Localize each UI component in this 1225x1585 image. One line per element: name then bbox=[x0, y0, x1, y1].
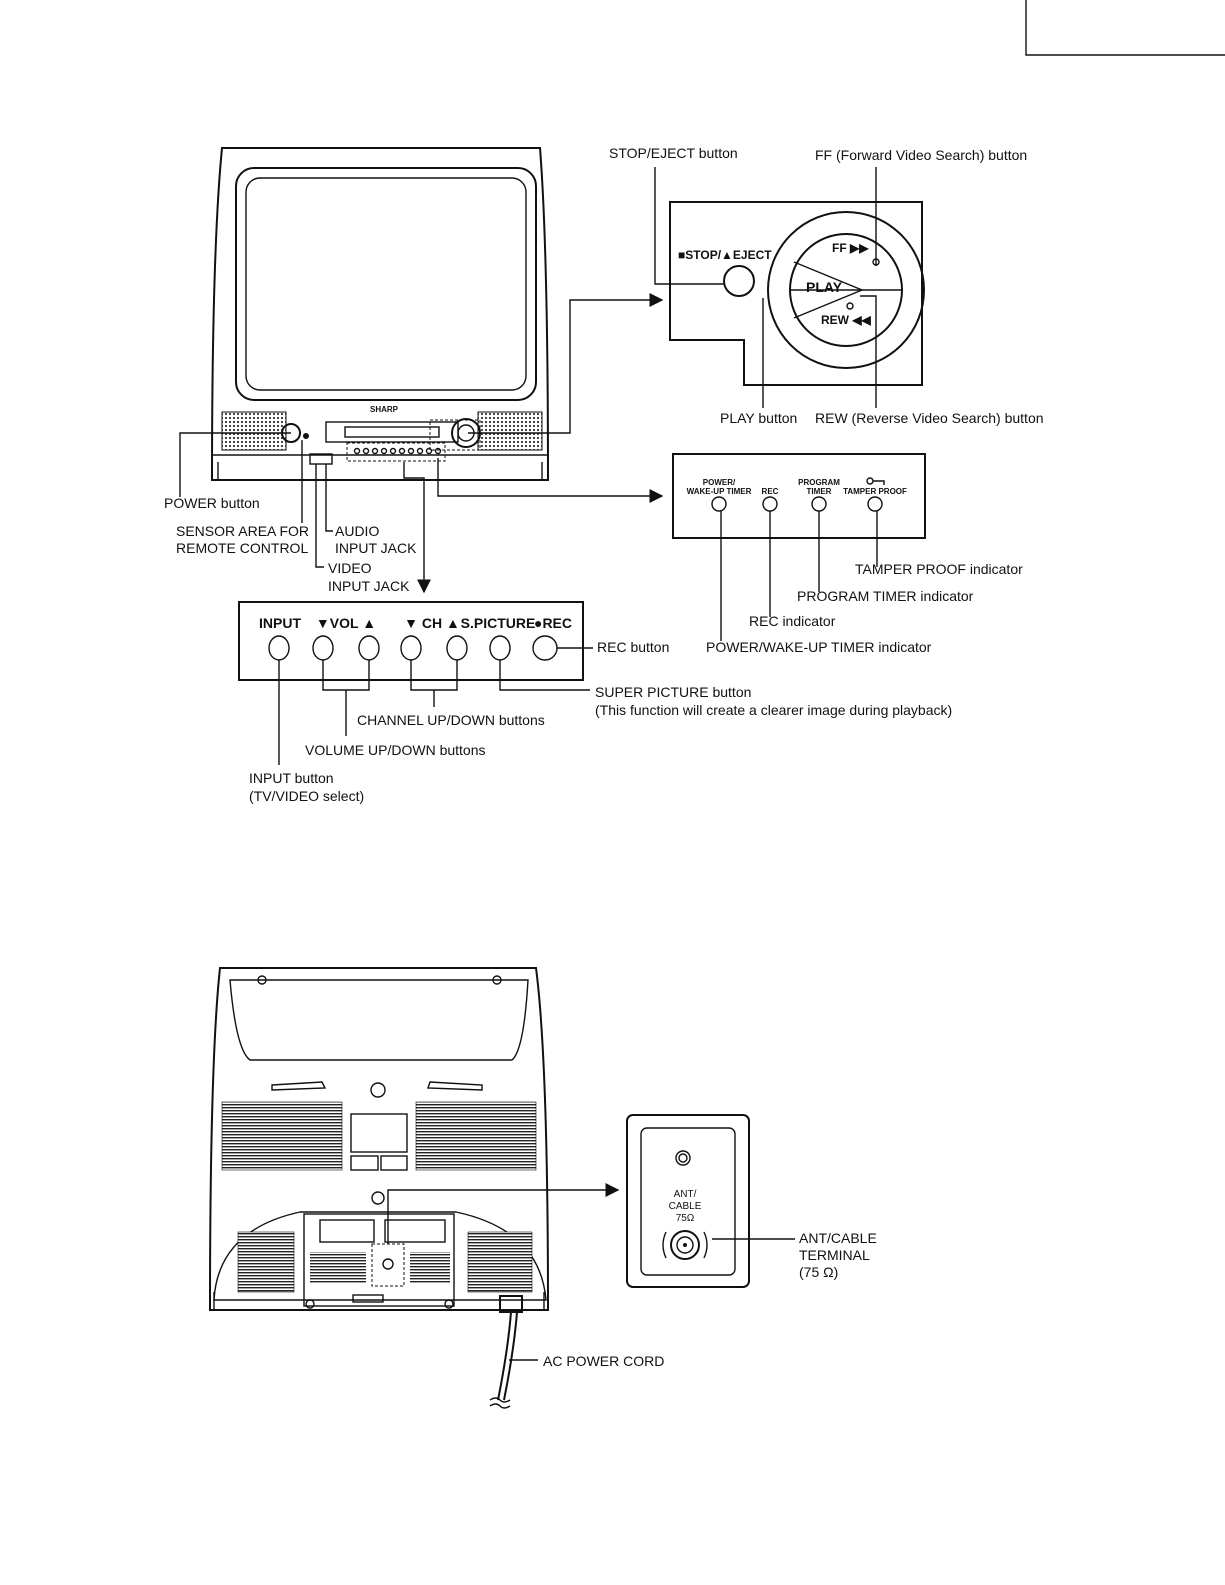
svg-text:TIMER: TIMER bbox=[807, 487, 832, 496]
front-av-jacks bbox=[309, 453, 333, 465]
callout-volume: VOLUME UP/DOWN buttons bbox=[305, 742, 486, 758]
brand-logo: SHARP bbox=[370, 405, 399, 414]
callout-sensor-2: REMOTE CONTROL bbox=[176, 540, 308, 556]
svg-text:FF ▶▶: FF ▶▶ bbox=[832, 241, 869, 255]
callout-rec-indicator: REC indicator bbox=[749, 613, 836, 629]
stop-eject-button-detail bbox=[723, 265, 755, 297]
screw-icon bbox=[492, 975, 502, 985]
rear-terminal-board bbox=[303, 1213, 455, 1307]
svg-text:■STOP/▲EJECT: ■STOP/▲EJECT bbox=[678, 248, 772, 262]
callout-power-timer: POWER/WAKE-UP TIMER indicator bbox=[706, 639, 932, 655]
callout-rew: REW (Reverse Video Search) button bbox=[815, 410, 1044, 426]
svg-text:▼ CH ▲: ▼ CH ▲ bbox=[404, 615, 460, 631]
callout-sensor-1: SENSOR AREA FOR bbox=[176, 523, 309, 539]
ant-cable-terminal-icon bbox=[670, 1230, 700, 1260]
tv-rear bbox=[208, 967, 550, 1313]
deck-panel: ■STOP/▲EJECT FF ▶▶ PLAY REW ◀◀ bbox=[669, 201, 925, 386]
svg-text:●REC: ●REC bbox=[534, 615, 572, 631]
screw-icon bbox=[444, 1299, 454, 1309]
screw-icon bbox=[305, 1299, 315, 1309]
svg-text:REC: REC bbox=[762, 487, 779, 496]
callout-stop-eject: STOP/EJECT button bbox=[609, 145, 738, 161]
svg-text:POWER/: POWER/ bbox=[703, 478, 736, 487]
sensor-dot bbox=[303, 433, 309, 439]
screw-icon bbox=[257, 975, 267, 985]
arrow-to-deck-panel bbox=[468, 293, 664, 434]
callout-program-timer: PROGRAM TIMER indicator bbox=[797, 588, 974, 604]
svg-text:▼VOL ▲: ▼VOL ▲ bbox=[316, 615, 376, 631]
callout-video-2: INPUT JACK bbox=[328, 578, 410, 594]
arrow-to-indicator-panel bbox=[437, 458, 664, 503]
callout-input-2: (TV/VIDEO select) bbox=[249, 788, 364, 804]
callout-ant-2: TERMINAL bbox=[799, 1247, 870, 1263]
page-corner-tab bbox=[1025, 0, 1225, 56]
callout-input-1: INPUT button bbox=[249, 770, 334, 786]
callout-audio-1: AUDIO bbox=[335, 523, 379, 539]
svg-text:PLAY: PLAY bbox=[806, 279, 843, 295]
tv-front: SHARP bbox=[210, 147, 550, 481]
ac-power-cord bbox=[497, 1311, 512, 1401]
svg-text:75Ω: 75Ω bbox=[676, 1213, 695, 1224]
svg-text:CABLE: CABLE bbox=[669, 1201, 702, 1212]
rear-vent-right bbox=[415, 1101, 537, 1171]
svg-text:S.PICTURE: S.PICTURE bbox=[461, 615, 536, 631]
rear-vent-lower-left bbox=[237, 1231, 295, 1293]
arrow-to-button-panel bbox=[403, 462, 431, 594]
callout-ac-cord: AC POWER CORD bbox=[543, 1353, 664, 1369]
callout-audio-2: INPUT JACK bbox=[335, 540, 417, 556]
left-speaker-grille bbox=[221, 411, 287, 451]
svg-text:REW ◀◀: REW ◀◀ bbox=[821, 313, 872, 327]
arrow-to-ant-panel bbox=[387, 1183, 620, 1244]
cassette-slot bbox=[325, 421, 459, 443]
callout-tamper: TAMPER PROOF indicator bbox=[855, 561, 1023, 577]
callout-channel: CHANNEL UP/DOWN buttons bbox=[357, 712, 545, 728]
tv-screen bbox=[235, 167, 537, 401]
rear-vent-lower-right bbox=[467, 1231, 533, 1293]
svg-text:TAMPER PROOF: TAMPER PROOF bbox=[843, 487, 907, 496]
rear-vent-left bbox=[221, 1101, 343, 1171]
callout-super-picture-1: SUPER PICTURE button bbox=[595, 684, 751, 700]
key-icon bbox=[866, 477, 874, 485]
svg-text:PROGRAM: PROGRAM bbox=[798, 478, 840, 487]
callout-ff: FF (Forward Video Search) button bbox=[815, 147, 1027, 163]
callout-super-picture-2: (This function will create a clearer ima… bbox=[595, 702, 952, 718]
right-speaker-grille bbox=[477, 411, 543, 451]
callout-power: POWER button bbox=[164, 495, 260, 511]
svg-text:WAKE-UP TIMER: WAKE-UP TIMER bbox=[687, 487, 752, 496]
callout-ant-1: ANT/CABLE bbox=[799, 1230, 877, 1246]
callout-ant-3: (75 Ω) bbox=[799, 1264, 838, 1280]
svg-text:INPUT: INPUT bbox=[259, 615, 301, 631]
callout-play: PLAY button bbox=[720, 410, 797, 426]
callout-video-1: VIDEO bbox=[328, 560, 372, 576]
indicator-panel: POWER/ WAKE-UP TIMER REC PROGRAM TIMER T… bbox=[672, 453, 926, 539]
ant-panel: ANT/ CABLE 75Ω bbox=[626, 1114, 750, 1288]
callout-rec-button: REC button bbox=[597, 639, 669, 655]
svg-text:ANT/: ANT/ bbox=[674, 1189, 697, 1200]
rear-ant-terminal-area bbox=[371, 1243, 405, 1287]
